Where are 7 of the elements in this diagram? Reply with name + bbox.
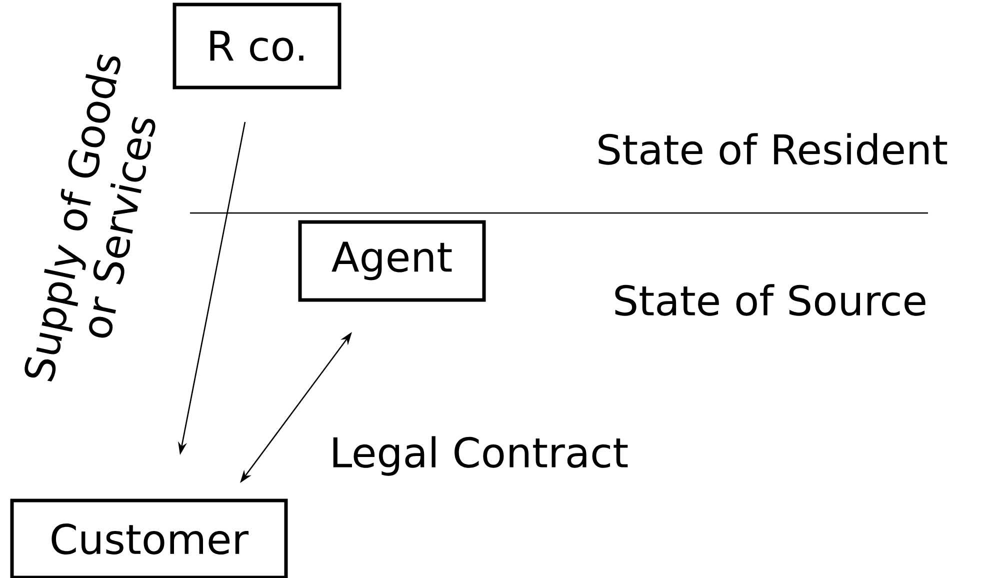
region-label: State of Resident	[598, 133, 948, 165]
edge-label: Legal Contract	[333, 436, 628, 476]
process-box: Agent	[298, 220, 486, 302]
edge-label: Supply of Goods or Services	[24, 54, 156, 382]
region-label: State of Source	[615, 284, 926, 316]
process-box: R co.	[172, 2, 342, 90]
process-box: Customer	[10, 498, 288, 578]
